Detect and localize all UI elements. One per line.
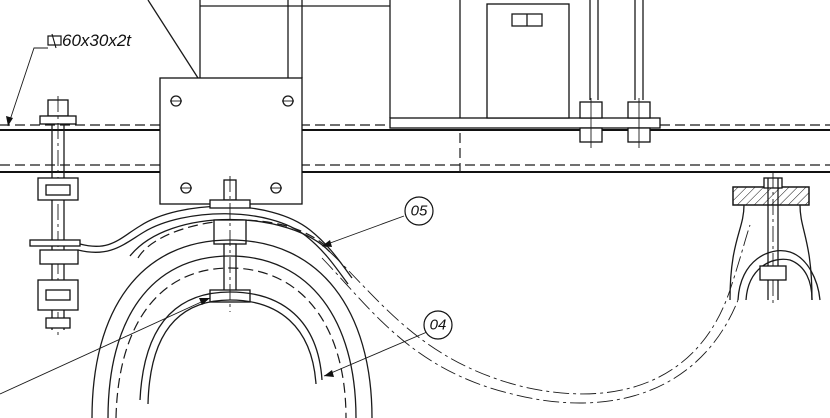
- profile-label-text: 60x30x2t: [62, 31, 132, 50]
- cable-route: [321, 224, 751, 404]
- cable-hanger-05: [77, 205, 353, 285]
- rectangular-tube-symbol-icon: [47, 35, 62, 46]
- base-plate-nuts: [579, 98, 651, 148]
- left-hanger-bolt: [29, 96, 81, 335]
- bottom-left-leader: [0, 297, 211, 395]
- profile-leader: [6, 47, 48, 127]
- balloon-05: 05: [321, 196, 434, 247]
- right-clamp-bracket: [729, 172, 821, 304]
- balloon-05-text: 05: [411, 203, 428, 220]
- horizontal-beam: [0, 124, 830, 173]
- cable-trough-04: [91, 239, 373, 418]
- profile-label: 60x30x2t: [47, 31, 132, 50]
- base-plate-assembly: [389, 3, 661, 129]
- balloon-04-text: 04: [430, 317, 447, 334]
- balloon-04: 04: [323, 310, 453, 377]
